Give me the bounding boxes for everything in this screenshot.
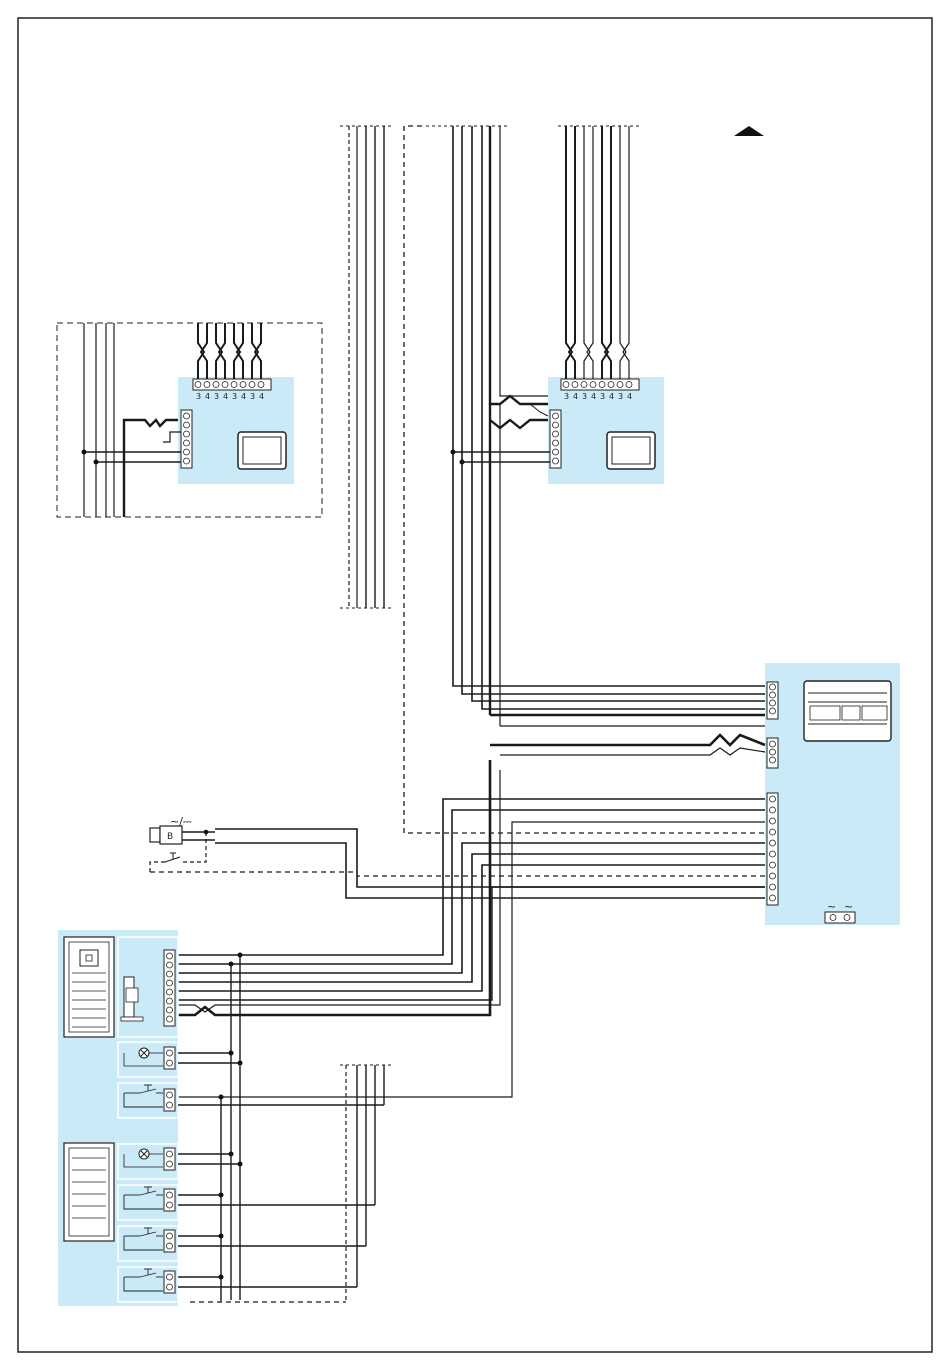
power-supply-terminal-upper [767, 682, 778, 719]
svg-text:3: 3 [600, 392, 605, 401]
svg-text:4: 4 [573, 392, 578, 401]
power-supply-twisted-pair [490, 735, 765, 755]
left-monitor-twisted-pairs [198, 323, 261, 379]
svg-text:3: 3 [250, 392, 255, 401]
entrance-panel-icon [64, 1143, 114, 1241]
bottom-wiring [178, 955, 394, 1302]
svg-text:~: ~ [844, 900, 853, 913]
svg-text:4: 4 [241, 392, 246, 401]
svg-text:4: 4 [223, 392, 228, 401]
power-supply-terminal-lower [767, 793, 778, 905]
up-arrow-icon [734, 126, 764, 136]
power-supply-icon [804, 681, 891, 741]
svg-text:3: 3 [196, 392, 201, 401]
entrance-panel-terminal [164, 950, 175, 1026]
main-trunk-wiring [178, 760, 765, 1097]
power-supply-terminal-mid [767, 738, 778, 768]
svg-text:4: 4 [259, 392, 264, 401]
svg-text:3: 3 [582, 392, 587, 401]
left-monitor-top-terminal [193, 379, 271, 390]
monitor-icon [607, 432, 655, 469]
upper-monitor-top-terminal [561, 379, 639, 390]
upper-right-monitor-feeds [453, 404, 556, 462]
svg-text:3: 3 [618, 392, 623, 401]
riser-right [558, 126, 640, 379]
svg-text:3: 3 [214, 392, 219, 401]
riser-mid-left [340, 126, 394, 608]
left-riser [84, 323, 186, 517]
svg-text:3: 3 [232, 392, 237, 401]
svg-text:4: 4 [627, 392, 632, 401]
svg-text:3: 3 [564, 392, 569, 401]
svg-text:4: 4 [591, 392, 596, 401]
left-monitor-side-terminal [181, 410, 192, 468]
entrance-panel-icon [64, 937, 114, 1037]
monitor-icon [238, 432, 286, 469]
svg-text:4: 4 [609, 392, 614, 401]
svg-text:~/⎓: ~/⎓ [170, 815, 192, 828]
svg-text:4: 4 [205, 392, 210, 401]
upper-monitor-side-terminal [550, 410, 561, 468]
svg-text:B: B [167, 832, 173, 842]
svg-text:~: ~ [827, 900, 836, 913]
